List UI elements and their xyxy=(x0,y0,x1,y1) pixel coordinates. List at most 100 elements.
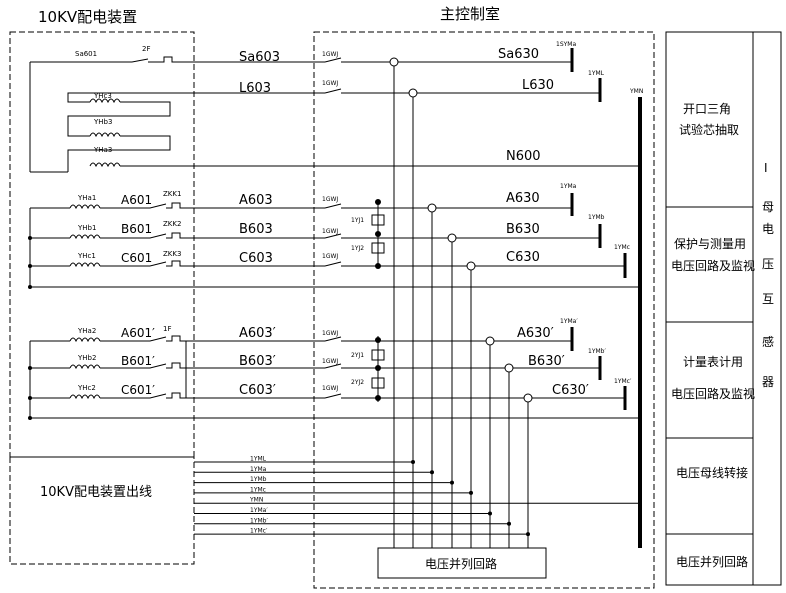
outgoing-bus-junction xyxy=(469,490,473,495)
outgoing-bus-label: 1YMb′ xyxy=(250,517,268,524)
label-sa630: Sa630 xyxy=(498,47,539,62)
label-b601: B601 xyxy=(121,222,152,236)
outgoing-bus-junction xyxy=(411,460,415,464)
label-1yma: 1YMa xyxy=(560,183,577,190)
side-char-1: I xyxy=(764,161,768,175)
outgoing-bus-label: 1YMc′ xyxy=(250,528,268,535)
label-zkk3: ZKK3 xyxy=(163,250,181,258)
label-yhc2: YHc2 xyxy=(77,384,96,392)
label-a630: A630 xyxy=(506,191,540,206)
label-1ymc: 1YMc xyxy=(614,244,630,251)
row-label-5: 电压并列回路 xyxy=(676,554,748,569)
label-1syma: 1SYMa xyxy=(556,41,576,48)
outgoing-label: 10KV配电装置出线 xyxy=(40,485,152,500)
label-yhb2: YHb2 xyxy=(77,354,96,362)
label-b603p: B603′ xyxy=(239,354,276,369)
label-a603: A603 xyxy=(239,193,273,208)
row-label-2a: 保护与测量用 xyxy=(674,237,746,251)
right-side-terminals: Sa630 L630 A630 B630 C630 A630′ B630′ C6… xyxy=(498,41,643,548)
gwj-4: 1GWJ xyxy=(322,228,338,235)
row-label-3a: 计量表计用 xyxy=(683,355,743,369)
vertical-drops xyxy=(389,57,533,548)
right-panel-row-text: 开口三角 试验芯抽取 保护与测量用 电压回路及监视 计量表计用 电压回路及监视 … xyxy=(671,102,755,569)
gwj-8: 1GWJ xyxy=(322,385,338,392)
label-1yma-prime: 1YMa′ xyxy=(560,318,578,325)
left-terminal-dots xyxy=(28,164,642,420)
label-yha2: YHa2 xyxy=(77,327,96,335)
label-1yml: 1YML xyxy=(588,70,605,77)
label-c601: C601 xyxy=(121,251,152,265)
label-c630: C630 xyxy=(506,250,540,265)
outgoing-bus-label: 1YMc xyxy=(250,486,266,493)
gwj-3: 1GWJ xyxy=(322,196,338,203)
outgoing-bus-junction xyxy=(430,470,434,475)
label-a601p: A601′ xyxy=(121,326,155,340)
label-l630: L630 xyxy=(522,78,554,93)
label-c603p: C603′ xyxy=(239,383,276,398)
label-c630p: C630′ xyxy=(552,383,589,398)
label-2f: 2F xyxy=(142,45,150,53)
outgoing-bus-junction xyxy=(638,501,642,506)
row-label-3b: 电压回路及监视 xyxy=(671,386,755,401)
parallel-circuit-box xyxy=(377,547,547,579)
label-1yj1: 1YJ1 xyxy=(351,217,364,224)
relay-pair-2: 2YJ1 2YJ2 xyxy=(351,336,385,402)
label-1ymc-prime: 1YMc′ xyxy=(614,378,632,385)
label-b630: B630 xyxy=(506,222,540,237)
side-char-2: 母 xyxy=(762,200,774,214)
label-zkk2: ZKK2 xyxy=(163,220,181,228)
label-yhc3: YHc3 xyxy=(93,92,112,100)
label-sa603: Sa603 xyxy=(239,50,280,65)
label-1f: 1F xyxy=(163,325,171,333)
gwj-6: 1GWJ xyxy=(322,330,338,337)
right-panel-side-chars: I 母 电 压 互 感 器 xyxy=(762,161,774,389)
side-char-4: 压 xyxy=(762,257,774,271)
label-b601p: B601′ xyxy=(121,354,155,368)
left-section-title: 10KV配电装置 xyxy=(38,8,137,26)
label-yhb3: YHb3 xyxy=(93,118,112,126)
control-room-dashed-box xyxy=(313,31,655,589)
row-label-1a: 开口三角 xyxy=(683,102,731,116)
right-section-title: 主控制室 xyxy=(440,5,500,23)
row-label-4: 电压母线转接 xyxy=(676,465,748,480)
outgoing-bus-label: 1YMa′ xyxy=(250,507,268,514)
side-char-5: 互 xyxy=(762,292,774,306)
outgoing-bus-junction xyxy=(488,511,492,516)
gwj-2: 1GWJ xyxy=(322,80,338,87)
right-panel-table xyxy=(665,31,782,586)
outgoing-dashed-box xyxy=(9,456,195,565)
outgoing-bus-label: 1YML xyxy=(250,456,267,463)
label-a601: A601 xyxy=(121,193,152,207)
row-label-2b: 电压回路及监视 xyxy=(671,258,755,273)
side-char-3: 电 xyxy=(762,222,774,236)
gwj-1: 1GWJ xyxy=(322,51,338,58)
side-char-6: 感 xyxy=(762,334,774,349)
label-c601p: C601′ xyxy=(121,383,155,397)
label-n600: N600 xyxy=(506,149,541,164)
label-2yj2: 2YJ2 xyxy=(351,379,364,386)
outgoing-bus-label: 1YMa xyxy=(250,466,267,473)
label-zkk1: ZKK1 xyxy=(163,190,181,198)
label-l603: L603 xyxy=(239,81,271,96)
open-delta-circuit: Sa601 2F YHc3 YHb3 YHa3 Sa603 L603 xyxy=(29,45,325,173)
outgoing-bus-junction xyxy=(450,480,454,485)
outgoing-bus-label: 1YMb xyxy=(250,476,267,483)
neutral-line: N600 xyxy=(170,149,640,167)
label-1ymb-prime: 1YMb′ xyxy=(588,348,606,355)
label-yha1: YHa1 xyxy=(77,194,96,202)
label-a630p: A630′ xyxy=(517,326,554,341)
outgoing-bus-junction xyxy=(507,521,511,526)
label-yhb1: YHb1 xyxy=(77,224,96,232)
gwj-5: 1GWJ xyxy=(322,253,338,260)
relay-pair-1: 1YJ1 1YJ2 xyxy=(351,199,385,269)
label-b630p: B630′ xyxy=(528,354,565,369)
label-b603: B603 xyxy=(239,222,273,237)
outgoing-bus-junction xyxy=(526,532,530,537)
row-label-1b: 试验芯抽取 xyxy=(679,122,739,137)
label-1ymb: 1YMb xyxy=(588,214,605,221)
gwj-7: 1GWJ xyxy=(322,358,338,365)
label-1yj2: 1YJ2 xyxy=(351,245,364,252)
label-sa601: Sa601 xyxy=(75,50,97,58)
